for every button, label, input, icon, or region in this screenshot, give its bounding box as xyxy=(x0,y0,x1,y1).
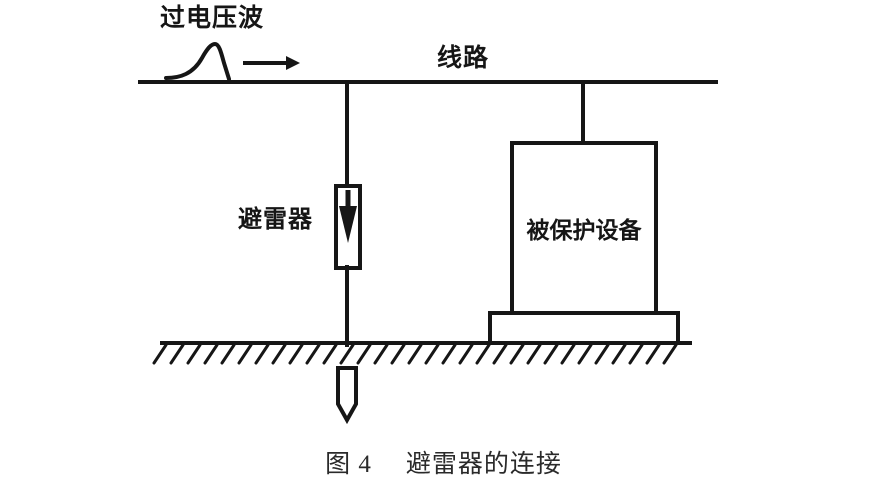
protected-equipment-label: 被保护设备 xyxy=(526,218,642,243)
arrester-label: 避雷器 xyxy=(238,207,313,233)
ground-hatching xyxy=(152,343,678,365)
ground-rod xyxy=(336,366,358,425)
figure-caption: 图 4 避雷器的连接 xyxy=(0,444,887,480)
equipment-pedestal xyxy=(488,311,680,345)
figure-caption-title: 避雷器的连接 xyxy=(405,451,562,478)
figure-caption-number: 图 4 xyxy=(325,451,372,478)
direction-arrow-icon xyxy=(243,56,300,70)
overvoltage-wave-label: 过电压波 xyxy=(160,5,265,32)
arrester-down-arrow-icon xyxy=(339,190,357,243)
transmission-line-label: 线路 xyxy=(437,45,490,72)
overvoltage-waveform-curve xyxy=(164,41,231,81)
